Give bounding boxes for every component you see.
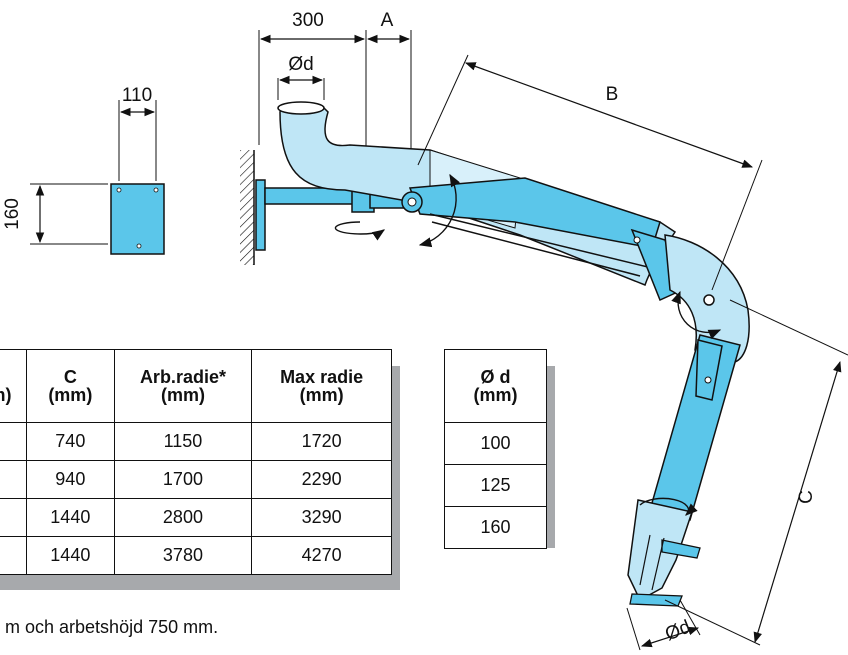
table-cell: 60 (0, 422, 27, 461)
table-row: 100 (444, 422, 547, 465)
diameter-table: Ø d(mm) 100 125 160 (444, 349, 547, 549)
table-row: 125 (444, 464, 547, 507)
table-cell: 3780 (113, 536, 253, 575)
table-header-row: B(mm) C(mm) Arb.radie*(mm) Max radie(mm) (0, 349, 392, 423)
table-row: 160 (444, 506, 547, 549)
duct-diameter-bottom-label: Ød (662, 616, 693, 645)
column-header-working-radius: Arb.radie*(mm) (113, 349, 253, 423)
table-cell: 125 (444, 464, 547, 507)
header-title: Max radie (280, 367, 364, 387)
table-cell: 2290 (251, 460, 392, 499)
table-row: 30 1440 3780 4270 (0, 536, 392, 575)
bracket-height-dimension: 160 (2, 183, 108, 245)
wall (240, 150, 255, 265)
table-cell: 1440 (25, 536, 115, 575)
table-cell: 1440 (25, 498, 115, 537)
wall-offset-label: 300 (292, 10, 324, 31)
dimensions-table: B(mm) C(mm) Arb.radie*(mm) Max radie(mm)… (0, 349, 392, 575)
bracket-height-label: 160 (2, 198, 23, 230)
header-unit: (mm) (473, 385, 518, 405)
offset-a-label: A (381, 10, 394, 31)
duct-diameter-top-label: Ød (288, 54, 313, 75)
table-cell: 30 (0, 536, 27, 575)
table-row: 60 740 1150 1720 (0, 422, 392, 461)
table-cell: 100 (444, 422, 547, 465)
column-header-diameter: Ø d(mm) (444, 349, 547, 423)
table-cell: 940 (25, 460, 115, 499)
bracket-width-dimension: 110 (118, 85, 157, 181)
arm-b-label: B (606, 84, 619, 105)
bracket-width-label: 110 (122, 85, 152, 106)
table-cell: 60 (0, 460, 27, 499)
table-cell: 30 (0, 498, 27, 537)
extraction-hood (627, 499, 701, 607)
table-header-row: Ø d(mm) (444, 349, 547, 423)
header-unit: (mm) (160, 385, 205, 405)
header-title: Ø d (480, 367, 511, 387)
table-row: 60 940 1700 2290 (0, 460, 392, 499)
table-cell: 160 (444, 506, 547, 549)
column-header-b: B(mm) (0, 349, 27, 423)
table-cell: 4270 (251, 536, 392, 575)
upper-arm (401, 177, 683, 302)
header-title: C (63, 367, 77, 387)
footnote: 0 m och arbetshöjd 750 mm. (0, 617, 219, 637)
table-cell: 3290 (251, 498, 392, 537)
table-cell: 1700 (113, 460, 253, 499)
header-unit: (mm) (0, 385, 12, 405)
column-header-max-radius: Max radie(mm) (251, 349, 392, 423)
table-cell: 740 (25, 422, 115, 461)
table-cell: 1720 (251, 422, 392, 461)
arm-b-dimension: B (417, 54, 763, 291)
header-title: Arb.radie* (139, 367, 226, 387)
table-cell: 1150 (113, 422, 253, 461)
arm-c-label: C (796, 490, 817, 504)
arm-c-dimension: C (664, 299, 848, 646)
table-row: 30 1440 2800 3290 (0, 498, 392, 537)
header-title: B (0, 368, 26, 386)
lower-arm (649, 334, 741, 521)
header-unit: (mm) (299, 385, 344, 405)
duct-diameter-bottom-dimension: Ød (626, 599, 701, 651)
column-header-c: C(mm) (25, 349, 115, 423)
table-cell: 2800 (113, 498, 253, 537)
rotation-arrows (334, 173, 722, 516)
header-unit: (mm) (48, 385, 93, 405)
wall-bracket (110, 183, 165, 255)
top-dimensions: 300 A Ød (258, 10, 412, 190)
